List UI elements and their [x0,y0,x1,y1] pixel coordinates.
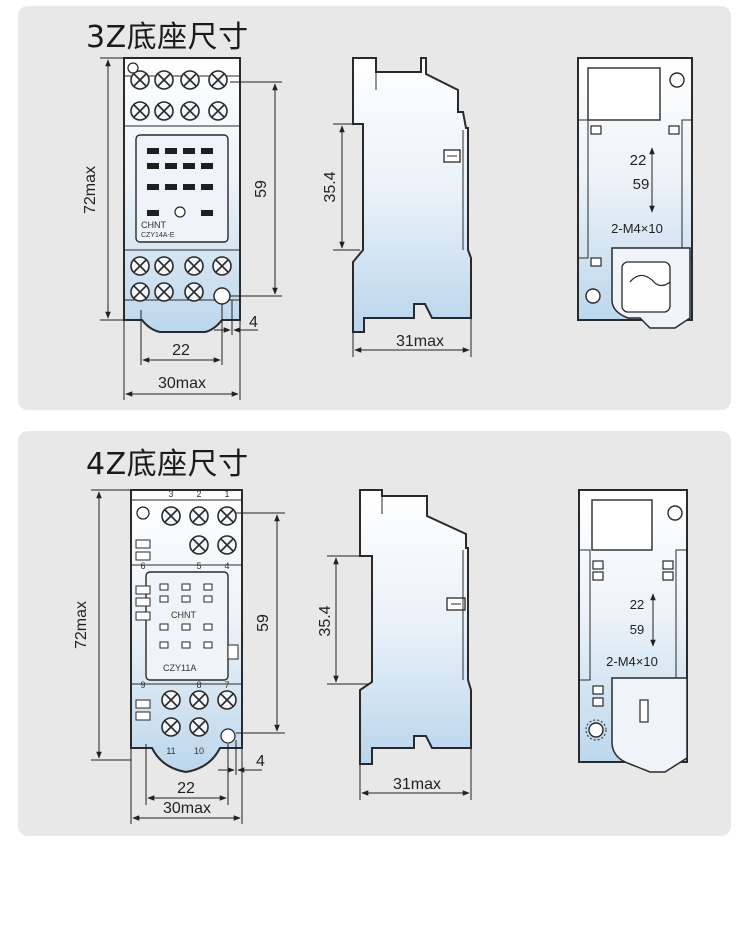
front-view-4z: CHNT CZY11A 3 2 1 6 5 4 9 8 7 11 10 [130,489,243,774]
side-view-4z [359,489,472,765]
brand-label: CHNT [171,610,196,620]
side-dimensions-3z [333,123,472,357]
dim-width-outer: 30max [158,375,206,392]
terminal-label: 5 [196,561,201,571]
dim-width-outer: 30max [163,800,211,817]
dim-rail: 35.4 [317,605,334,636]
dim-hole-spacing: 22 [630,597,644,612]
section-title: 4Z底座尺寸 [86,447,249,482]
dim-hole-distance: 59 [630,622,644,637]
dim-screw: 2-M4×10 [611,221,663,236]
terminal-label: 10 [194,746,204,756]
dim-gap: 4 [256,753,265,770]
terminal-label: 6 [140,561,145,571]
terminal-label: 9 [140,680,145,690]
dim-mount-height: 59 [253,180,270,198]
front-dimensions-4z [91,489,285,824]
dim-rail: 35.4 [322,171,339,202]
model-label: CZY14A-E [141,232,175,239]
terminal-label: 2 [196,489,201,499]
section-title: 3Z底座尺寸 [86,20,249,55]
terminal-label: 1 [224,489,229,499]
dim-height: 72max [82,166,99,214]
front-dimensions-3z [100,57,282,400]
back-view-4z [578,489,688,773]
dim-depth: 31max [393,776,441,793]
brand-label: CHNT [141,220,166,230]
terminal-label: 3 [168,489,173,499]
dim-depth: 31max [396,333,444,350]
dim-height: 72max [73,601,90,649]
model-label: CZY11A [163,663,196,673]
side-dimensions-4z [327,555,472,800]
dim-screw: 2-M4×10 [606,654,658,669]
dim-hole-spacing: 22 [630,152,647,169]
front-view-3z: CHNT CZY14A-E [123,57,241,333]
terminal-label: 11 [166,746,175,756]
dim-mount-height: 59 [255,614,272,632]
side-view-3z [352,57,472,333]
dim-width-inner: 22 [172,342,190,359]
back-view-3z [577,57,693,329]
dim-hole-distance: 59 [633,176,650,193]
terminal-label: 8 [196,680,201,690]
terminal-label: 7 [224,680,229,690]
dim-gap: 4 [249,314,258,331]
dim-width-inner: 22 [177,780,195,797]
terminal-label: 4 [224,561,229,571]
